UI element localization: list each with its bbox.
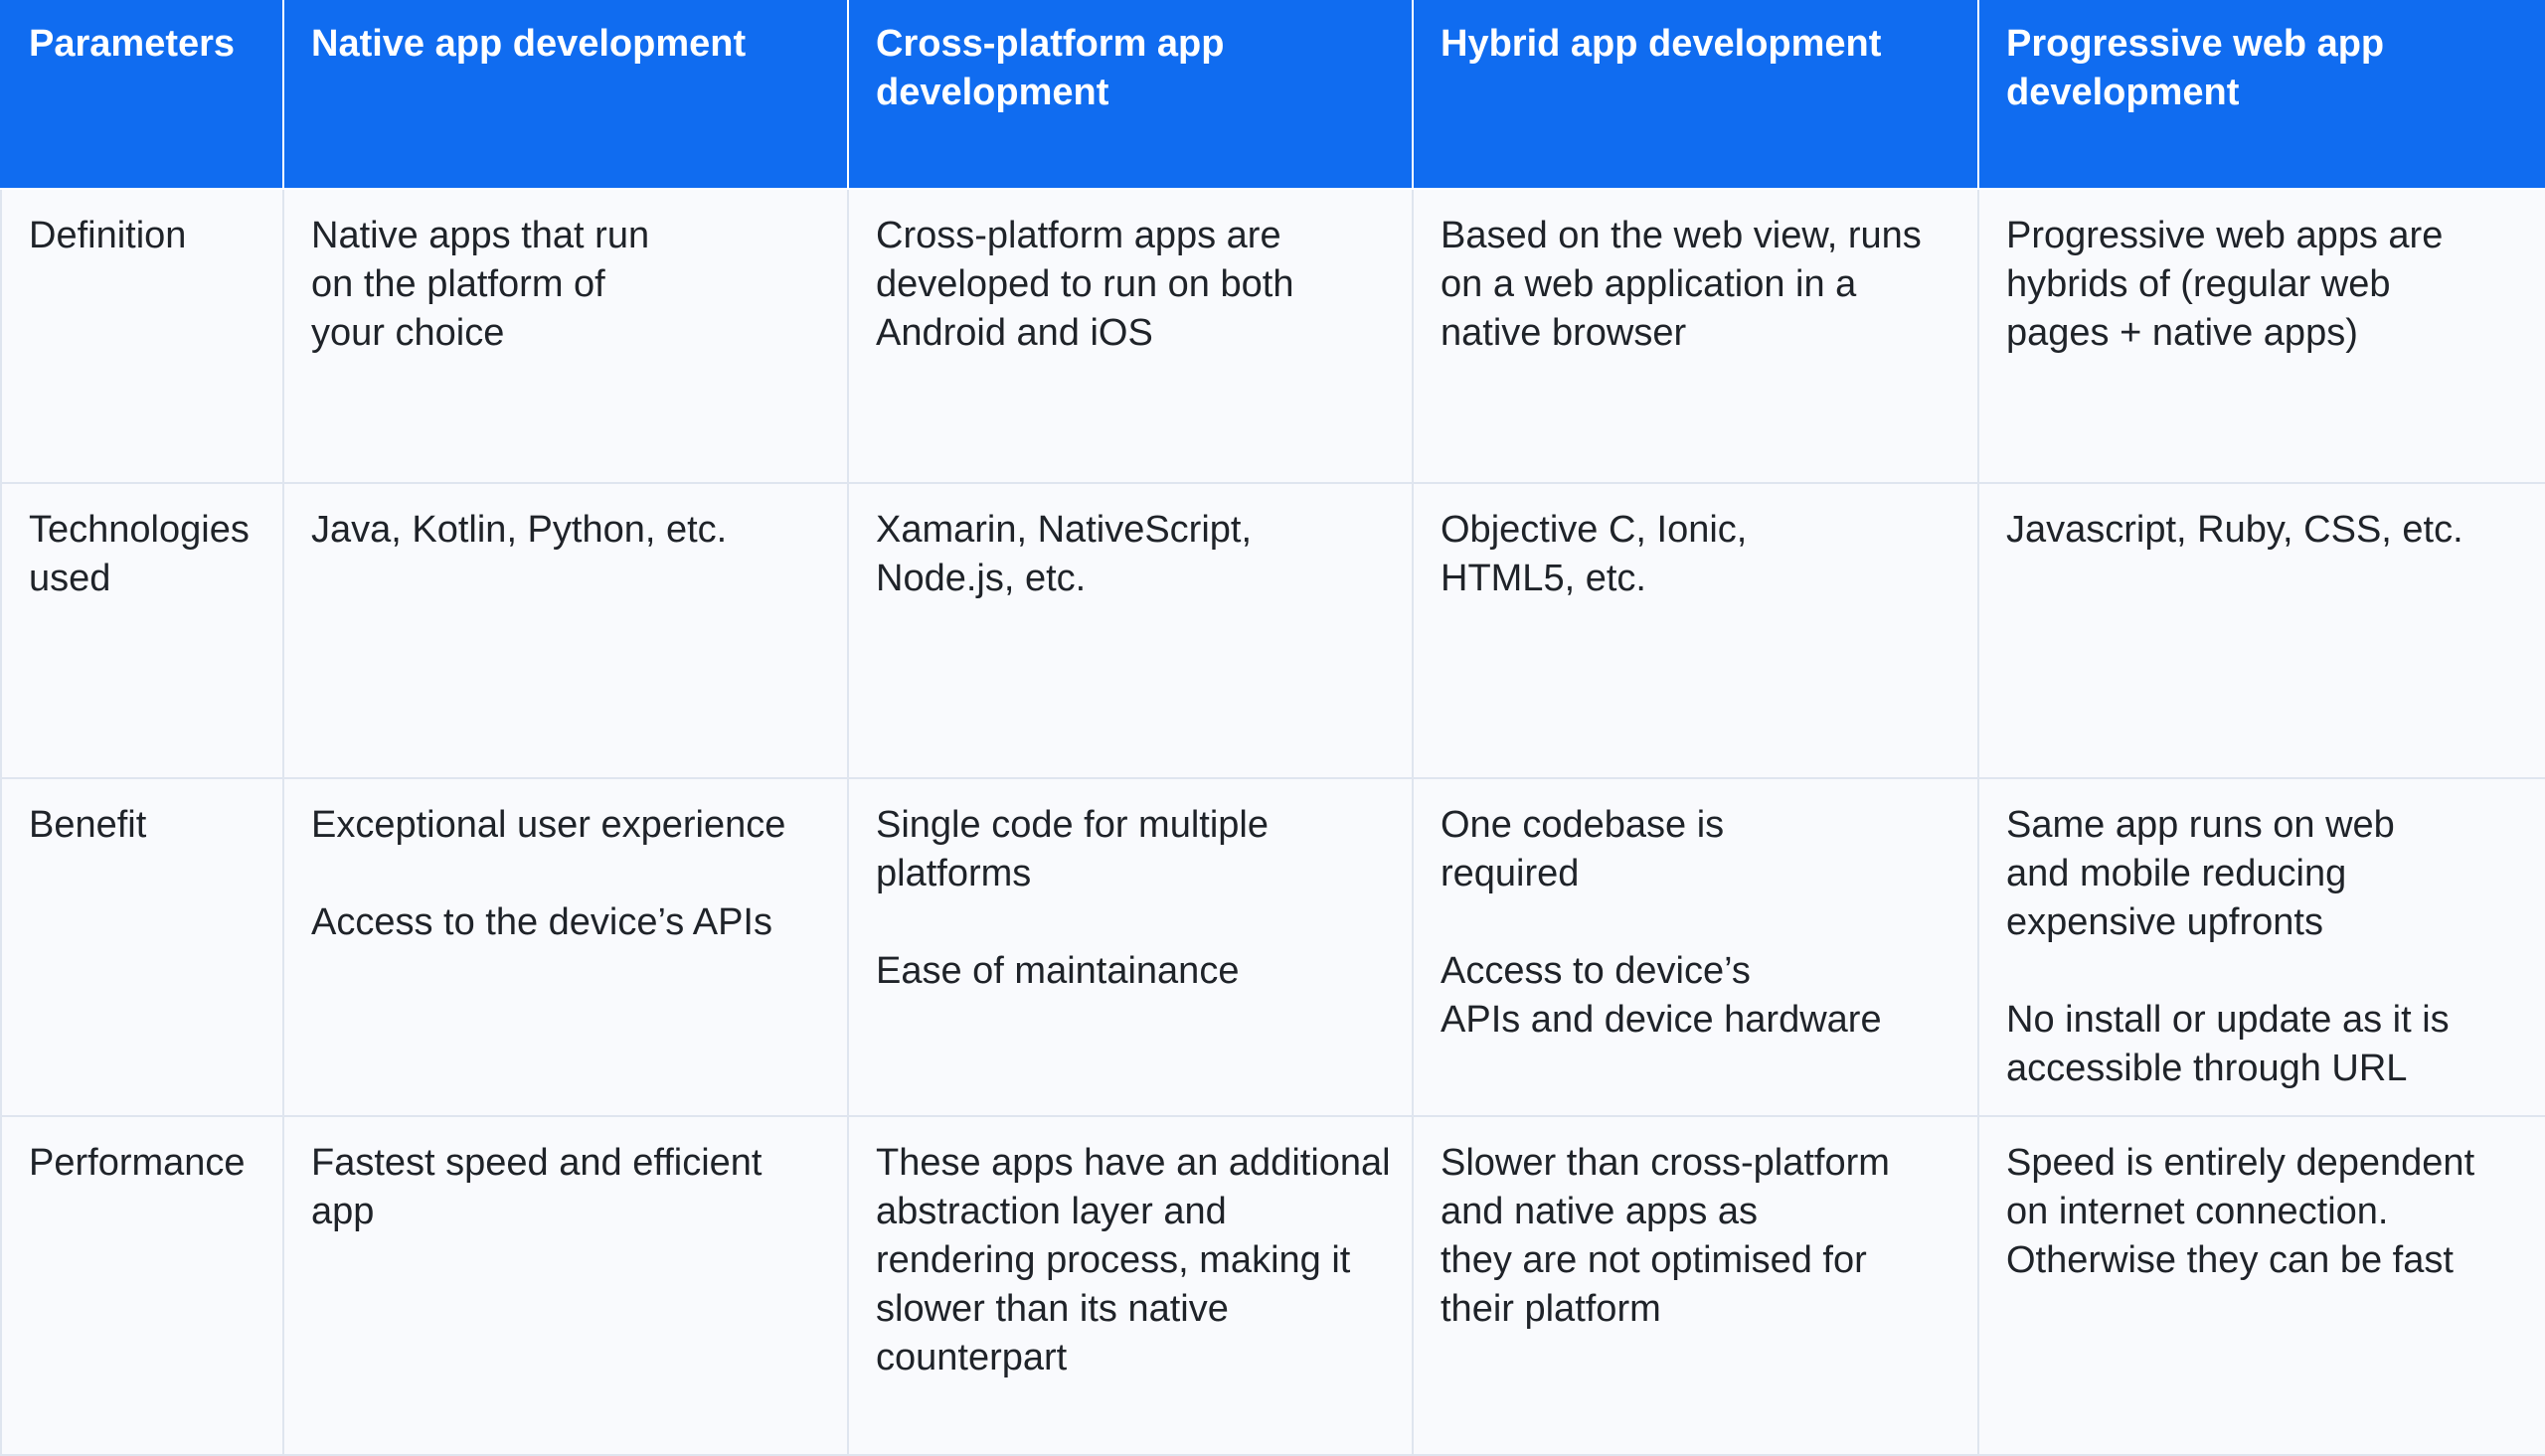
cell-text: native browser xyxy=(1441,312,1687,354)
header-text: Cross-platform app xyxy=(876,23,1225,65)
header-text: development xyxy=(2006,72,2240,113)
cell-text: Technologies xyxy=(29,509,250,551)
cell-text: HTML5, etc. xyxy=(1441,558,1646,599)
cell-text: accessible through URL xyxy=(2006,1048,2408,1089)
cell-text: Native apps that run xyxy=(311,215,650,256)
cell-text: Node.js, etc. xyxy=(876,558,1087,599)
cell-text: Android and iOS xyxy=(876,312,1153,354)
header-parameters: Parameters xyxy=(0,0,284,190)
cell-text: developed to run on both xyxy=(876,263,1294,305)
cell-performance-hybrid: Slower than cross-platform and native ap… xyxy=(1412,1115,1979,1456)
cell-text: on a web application in a xyxy=(1441,263,1857,305)
header-row: Parameters Native app development Cross-… xyxy=(0,0,2545,190)
cell-text: No install or update as it is xyxy=(2006,999,2450,1041)
header-cross-platform: Cross-platform app development xyxy=(847,0,1414,190)
cell-text: expensive upfronts xyxy=(2006,901,2323,943)
cell-text: One codebase is xyxy=(1441,804,1725,846)
cell-text: Slower than cross-platform xyxy=(1441,1142,1890,1184)
cell-performance-cross-platform: These apps have an additional abstractio… xyxy=(847,1115,1414,1456)
cell-text: Otherwise they can be fast xyxy=(2006,1239,2454,1281)
cell-text: Definition xyxy=(29,215,187,256)
cell-text: Xamarin, NativeScript, xyxy=(876,509,1253,551)
header-hybrid: Hybrid app development xyxy=(1412,0,1979,190)
header-native: Native app development xyxy=(282,0,849,190)
cell-text: Same app runs on web xyxy=(2006,804,2395,846)
cell-text: your choice xyxy=(311,312,505,354)
cell-definition-native: Native apps that run on the platform of … xyxy=(282,188,849,484)
cell-text: These apps have an additional xyxy=(876,1142,1391,1184)
cell-text: Ease of maintainance xyxy=(876,950,1240,992)
table-row-performance: Performance Fastest speed and efficient … xyxy=(0,1115,2545,1456)
cell-text: Objective C, Ionic, xyxy=(1441,509,1748,551)
cell-text: platforms xyxy=(876,853,1032,894)
row-label-definition: Definition xyxy=(0,188,284,484)
cell-text: pages + native apps) xyxy=(2006,312,2358,354)
cell-text: app xyxy=(311,1191,375,1232)
cell-text: they are not optimised for xyxy=(1441,1239,1867,1281)
paragraph-gap xyxy=(2006,947,2519,996)
cell-performance-native: Fastest speed and efficient app xyxy=(282,1115,849,1456)
cell-performance-pwa: Speed is entirely dependent on internet … xyxy=(1977,1115,2545,1456)
cell-text: Based on the web view, runs xyxy=(1441,215,1922,256)
paragraph-gap xyxy=(311,850,821,898)
cell-text: rendering process, making it xyxy=(876,1239,1351,1281)
cell-text: Progressive web apps are xyxy=(2006,215,2444,256)
cell-text: Cross-platform apps are xyxy=(876,215,1281,256)
cell-text: Performance xyxy=(29,1142,246,1184)
cell-definition-hybrid: Based on the web view, runs on a web app… xyxy=(1412,188,1979,484)
cell-technologies-hybrid: Objective C, Ionic, HTML5, etc. xyxy=(1412,482,1979,779)
cell-text: Speed is entirely dependent xyxy=(2006,1142,2475,1184)
header-pwa: Progressive web app development xyxy=(1977,0,2545,190)
cell-text: Javascript, Ruby, CSS, etc. xyxy=(2006,509,2463,551)
cell-text: hybrids of (regular web xyxy=(2006,263,2391,305)
header-text: Native app development xyxy=(311,23,747,65)
cell-benefit-native: Exceptional user experience Access to th… xyxy=(282,777,849,1117)
cell-technologies-cross-platform: Xamarin, NativeScript, Node.js, etc. xyxy=(847,482,1414,779)
cell-text: Exceptional user experience xyxy=(311,804,786,846)
cell-text: Single code for multiple xyxy=(876,804,1269,846)
cell-definition-cross-platform: Cross-platform apps are developed to run… xyxy=(847,188,1414,484)
cell-benefit-pwa: Same app runs on web and mobile reducing… xyxy=(1977,777,2545,1117)
table-row-technologies: Technologies used Java, Kotlin, Python, … xyxy=(0,482,2545,779)
cell-text: on the platform of xyxy=(311,263,605,305)
header-text: Progressive web app xyxy=(2006,23,2385,65)
cell-technologies-pwa: Javascript, Ruby, CSS, etc. xyxy=(1977,482,2545,779)
row-label-technologies: Technologies used xyxy=(0,482,284,779)
paragraph-gap xyxy=(876,898,1386,947)
header-text: Parameters xyxy=(29,23,236,65)
cell-text: APIs and device hardware xyxy=(1441,999,1882,1041)
cell-benefit-cross-platform: Single code for multiple platforms Ease … xyxy=(847,777,1414,1117)
row-label-performance: Performance xyxy=(0,1115,284,1456)
cell-text: their platform xyxy=(1441,1288,1661,1330)
cell-text: Fastest speed and efficient xyxy=(311,1142,763,1184)
cell-text: and mobile reducing xyxy=(2006,853,2347,894)
cell-benefit-hybrid: One codebase is required Access to devic… xyxy=(1412,777,1979,1117)
cell-text: on internet connection. xyxy=(2006,1191,2389,1232)
cell-text: Access to the device’s APIs xyxy=(311,901,772,943)
cell-text: Benefit xyxy=(29,804,147,846)
cell-technologies-native: Java, Kotlin, Python, etc. xyxy=(282,482,849,779)
cell-text: required xyxy=(1441,853,1580,894)
cell-text: and native apps as xyxy=(1441,1191,1759,1232)
cell-text: Java, Kotlin, Python, etc. xyxy=(311,509,728,551)
header-text: Hybrid app development xyxy=(1441,23,1882,65)
cell-text: used xyxy=(29,558,111,599)
cell-text: abstraction layer and xyxy=(876,1191,1227,1232)
cell-definition-pwa: Progressive web apps are hybrids of (reg… xyxy=(1977,188,2545,484)
cell-text: slower than its native xyxy=(876,1288,1229,1330)
row-label-benefit: Benefit xyxy=(0,777,284,1117)
paragraph-gap xyxy=(1441,898,1951,947)
header-text: development xyxy=(876,72,1109,113)
table-row-definition: Definition Native apps that run on the p… xyxy=(0,188,2545,484)
table-row-benefit: Benefit Exceptional user experience Acce… xyxy=(0,777,2545,1117)
cell-text: counterpart xyxy=(876,1337,1068,1378)
cell-text: Access to device’s xyxy=(1441,950,1751,992)
